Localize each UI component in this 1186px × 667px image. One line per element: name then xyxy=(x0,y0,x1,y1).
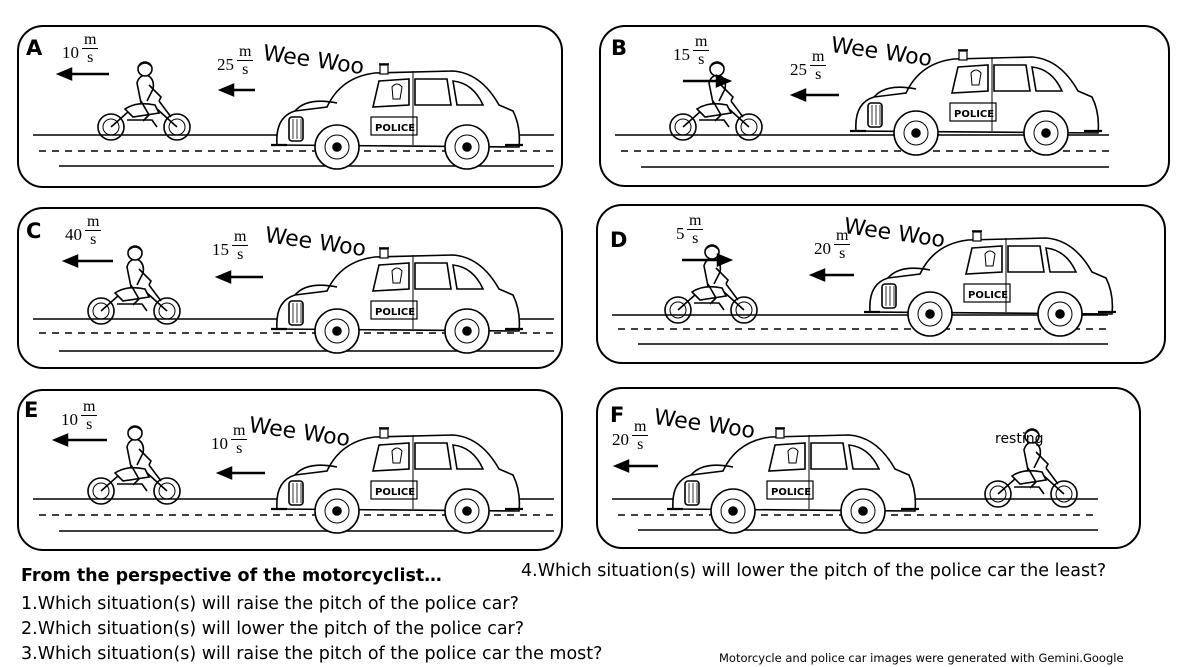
car-arrow-left xyxy=(214,270,263,284)
motorcycle-icon xyxy=(664,244,758,324)
motorcycle-icon xyxy=(97,61,191,141)
unit-denominator: s xyxy=(232,245,249,263)
car-arrow-left xyxy=(217,83,255,97)
car-speed-value: 10 xyxy=(211,434,228,453)
moto-arrow-left xyxy=(55,67,109,81)
moto-arrow-left xyxy=(51,433,107,447)
panel-label: E xyxy=(24,398,39,422)
unit-denominator: s xyxy=(810,65,827,83)
question-3: 3.Which situation(s) will raise the pitc… xyxy=(21,644,603,664)
unit-numerator: m xyxy=(689,212,702,229)
police-sign: POLICE xyxy=(375,307,415,318)
moto-speed-value: 40 xyxy=(65,225,82,244)
unit-denominator: s xyxy=(687,229,704,247)
car-speed-value: 20 xyxy=(814,239,831,258)
police-sign: POLICE xyxy=(375,487,415,498)
moto-arrow-right xyxy=(683,74,733,88)
panel-f-scene: POLICE xyxy=(612,427,1098,534)
police-car-icon: POLICE xyxy=(271,247,523,354)
motorcycle-icon xyxy=(87,425,181,505)
moto-speed-value: 10 xyxy=(61,410,78,429)
unit-numerator: m xyxy=(634,418,647,435)
unit-numerator: m xyxy=(234,228,247,245)
moto-speed-value: 10 xyxy=(62,43,79,62)
police-car-icon: POLICE xyxy=(850,49,1102,156)
panel-label: B xyxy=(611,36,628,60)
unit-denominator: s xyxy=(231,439,248,457)
unit-denominator: s xyxy=(82,48,99,66)
unit-numerator: m xyxy=(695,33,708,50)
unit-numerator: m xyxy=(239,43,252,60)
motorcycle-icon xyxy=(984,428,1078,508)
unit-denominator: s xyxy=(632,435,649,453)
panel-b-scene: POLICE xyxy=(615,49,1109,168)
panel-label: D xyxy=(610,228,628,252)
car-speed-value: 15 xyxy=(212,240,229,259)
question-1: 1.Which situation(s) will raise the pitc… xyxy=(21,594,519,614)
moto-speed-value: 5 xyxy=(676,224,685,243)
motorcycle-icon xyxy=(87,245,181,325)
police-car-icon: POLICE xyxy=(864,230,1116,337)
moto-arrow-left xyxy=(61,254,113,268)
police-sign: POLICE xyxy=(954,109,994,120)
moto-arrow-right xyxy=(682,253,734,267)
unit-numerator: m xyxy=(233,422,246,439)
car-speed-value: 25 xyxy=(217,55,234,74)
panel-c-scene: POLICE xyxy=(33,245,554,354)
unit-denominator: s xyxy=(693,50,710,68)
moto-speed-value: 15 xyxy=(673,45,690,64)
panel-label: A xyxy=(26,36,43,60)
image-credit: Motorcycle and police car images were ge… xyxy=(719,651,1124,665)
unit-denominator: s xyxy=(834,244,851,262)
resting-label: resting xyxy=(995,431,1044,447)
heading: From the perspective of the motorcyclist… xyxy=(21,566,442,586)
unit-numerator: m xyxy=(836,227,849,244)
panel-label: F xyxy=(610,403,625,427)
car-arrow-left xyxy=(612,459,658,473)
unit-numerator: m xyxy=(83,398,96,415)
car-arrow-left xyxy=(215,466,265,480)
car-arrow-left xyxy=(789,88,839,102)
unit-numerator: m xyxy=(84,31,97,48)
panel-d-scene: POLICE xyxy=(612,230,1116,345)
panel-e-scene: POLICE xyxy=(33,425,554,534)
police-car-icon: POLICE xyxy=(271,63,523,170)
unit-denominator: s xyxy=(85,230,102,248)
police-sign: POLICE xyxy=(375,123,415,134)
question-4: 4.Which situation(s) will lower the pitc… xyxy=(521,561,1107,581)
car-speed-value: 20 xyxy=(612,430,629,449)
police-sign: POLICE xyxy=(968,290,1008,301)
police-car-icon: POLICE xyxy=(667,427,919,534)
unit-denominator: s xyxy=(237,60,254,78)
motorcycle-icon xyxy=(669,61,763,141)
panel-label: C xyxy=(26,219,42,243)
unit-numerator: m xyxy=(87,213,100,230)
panel-a-scene: POLICE xyxy=(33,61,554,170)
unit-numerator: m xyxy=(812,48,825,65)
question-2: 2.Which situation(s) will lower the pitc… xyxy=(21,619,525,639)
police-sign: POLICE xyxy=(771,487,811,498)
police-car-icon: POLICE xyxy=(271,427,523,534)
car-arrow-left xyxy=(808,268,854,282)
car-speed-value: 25 xyxy=(790,60,807,79)
unit-denominator: s xyxy=(81,415,98,433)
